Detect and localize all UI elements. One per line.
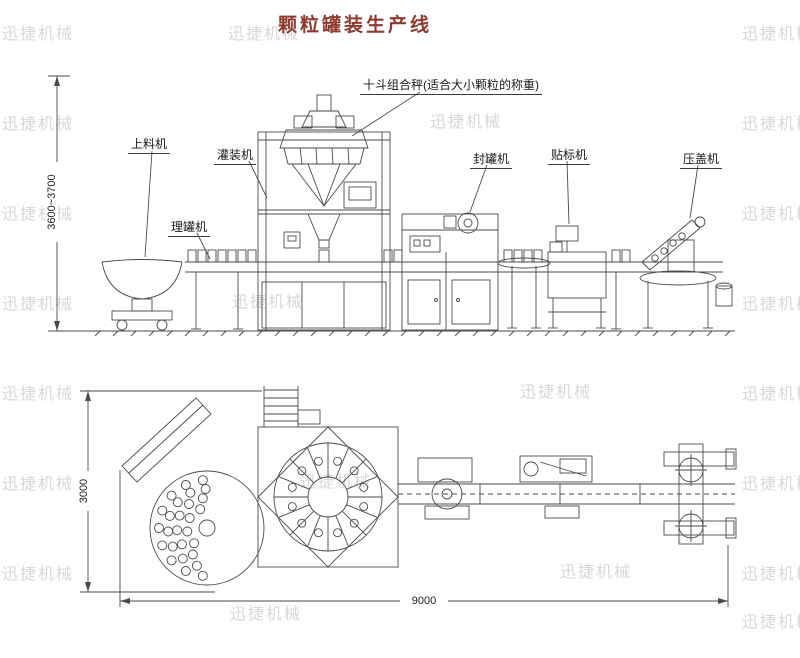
filler-drawing	[257, 94, 391, 331]
watermark-text: 迅捷机械	[742, 296, 800, 313]
watermark-text: 迅捷机械	[2, 476, 75, 493]
ground-line	[94, 330, 735, 337]
plan-rotary-table	[149, 470, 265, 586]
label-combination-weigher: 十斗组合秤(适合大小颗粒的称重)	[360, 76, 542, 95]
page-title: 颗粒罐装生产线	[277, 15, 432, 36]
plan-filler	[257, 426, 399, 568]
plan-labeler	[519, 455, 593, 519]
dim-plan-depth: 3000	[77, 471, 91, 512]
watermark-text: 迅捷机械	[742, 26, 800, 43]
plan-conveyor	[398, 483, 735, 505]
elevation-view	[48, 75, 735, 337]
plan-chute	[121, 397, 212, 483]
watermark-text: 迅捷机械	[742, 386, 800, 403]
watermark-text: 迅捷机械	[2, 116, 75, 133]
label-can-unscrambler: 理罐机	[168, 218, 211, 237]
watermark-text: 迅捷机械	[228, 26, 301, 43]
label-can-sealer: 封罐机	[470, 150, 513, 169]
sealer-drawing	[401, 212, 499, 331]
plan-ladder	[263, 386, 321, 427]
watermark-text: 迅捷机械	[2, 566, 75, 583]
watermark-text: 迅捷机械	[742, 116, 800, 133]
watermark-text: 迅捷机械	[2, 296, 75, 313]
watermark-text: 迅捷机械	[430, 114, 503, 131]
label-capper: 压盖机	[680, 150, 723, 169]
watermark-text: 迅捷机械	[560, 564, 633, 581]
plan-view	[80, 386, 737, 607]
watermark-text: 迅捷机械	[2, 26, 75, 43]
plan-sealer	[417, 457, 473, 520]
capper-drawing	[639, 216, 733, 329]
watermark-text: 迅捷机械	[232, 294, 305, 311]
turntable-drawing	[497, 257, 551, 329]
label-feeder: 上料机	[128, 135, 171, 154]
label-filler: 灌装机	[214, 146, 257, 165]
label-labeler: 贴标机	[548, 146, 591, 165]
watermark-text: 迅捷机械	[742, 566, 800, 583]
dim-line-length: 9000	[400, 595, 448, 608]
conveyor-drawing	[185, 261, 723, 330]
plan-capper	[663, 443, 737, 545]
leader-lines	[144, 91, 699, 260]
plan-dim-lines	[80, 390, 729, 607]
watermark-text: 迅捷机械	[520, 384, 593, 401]
watermark-text: 迅捷机械	[742, 614, 800, 631]
feeder-drawing	[101, 259, 183, 331]
watermark-text: 迅捷机械	[230, 606, 303, 623]
watermark-text: 迅捷机械	[742, 206, 800, 223]
dim-arrows	[54, 76, 728, 604]
watermark-text: 迅捷机械	[742, 476, 800, 493]
labeler-drawing	[547, 225, 607, 329]
watermark-text: 迅捷机械	[2, 386, 75, 403]
dim-line-height: 3600~3700	[45, 162, 59, 243]
cans-on-belt	[187, 249, 631, 263]
